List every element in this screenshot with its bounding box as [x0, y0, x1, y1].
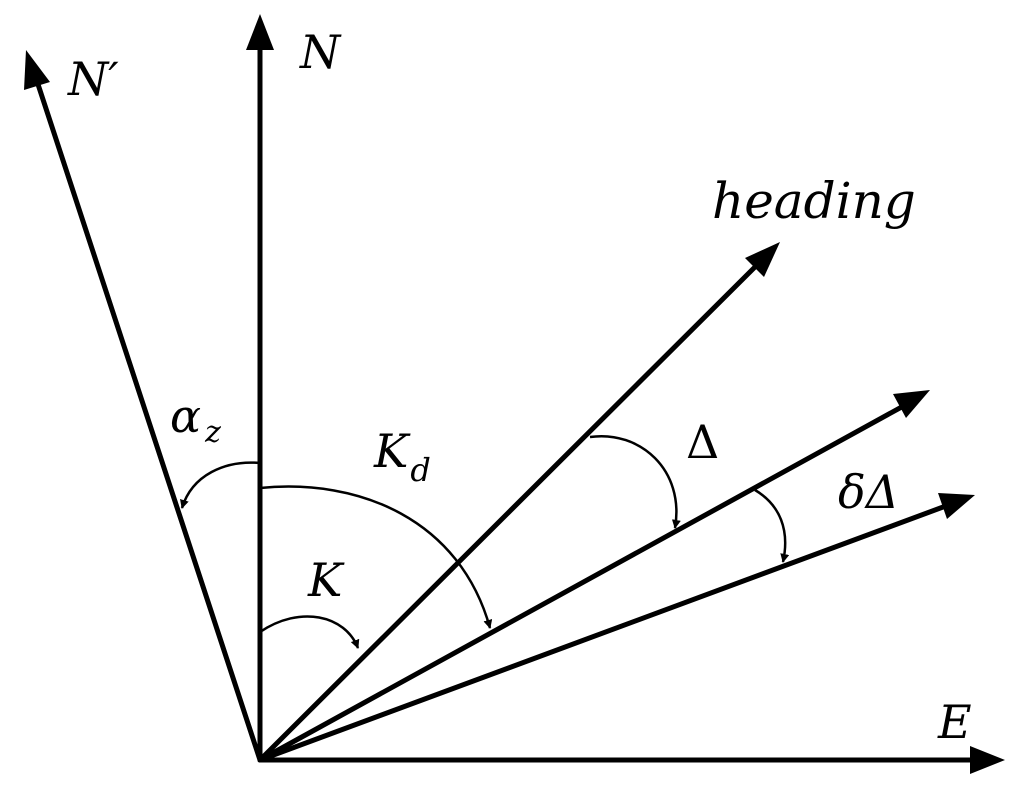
alpha-symbol: α	[170, 389, 201, 443]
track-line	[257, 497, 965, 763]
delta-delta-label: δΔ	[838, 465, 899, 519]
alpha-subscript: z	[204, 415, 221, 450]
delta-delta-arc	[754, 488, 790, 563]
alpha-arc	[180, 461, 261, 509]
kd-symbol: K	[373, 424, 411, 478]
east-label: E	[937, 695, 972, 749]
axes	[24, 14, 1005, 774]
n-prime-label: N′	[67, 52, 119, 106]
kd-label: Kd	[373, 424, 431, 489]
track-arrowhead	[938, 493, 975, 519]
north-arrowhead	[246, 14, 274, 50]
heading-arrowhead	[745, 242, 780, 277]
k-label: K	[307, 553, 345, 607]
delta-label: Δ	[686, 415, 719, 469]
k-arc	[259, 615, 360, 649]
kd-subscript: d	[410, 451, 430, 489]
heading-label: heading	[712, 172, 916, 230]
kd-line	[257, 395, 921, 763]
n-prime-axis	[29, 63, 263, 763]
angle-arcs	[180, 434, 790, 649]
east-arrowhead	[970, 746, 1005, 774]
delta-arc	[589, 434, 681, 529]
north-label: N	[299, 25, 342, 79]
n-prime-arrowhead	[24, 50, 50, 90]
kd-arc	[259, 485, 493, 629]
kd-arrowhead	[893, 390, 930, 418]
heading-line	[257, 249, 773, 763]
